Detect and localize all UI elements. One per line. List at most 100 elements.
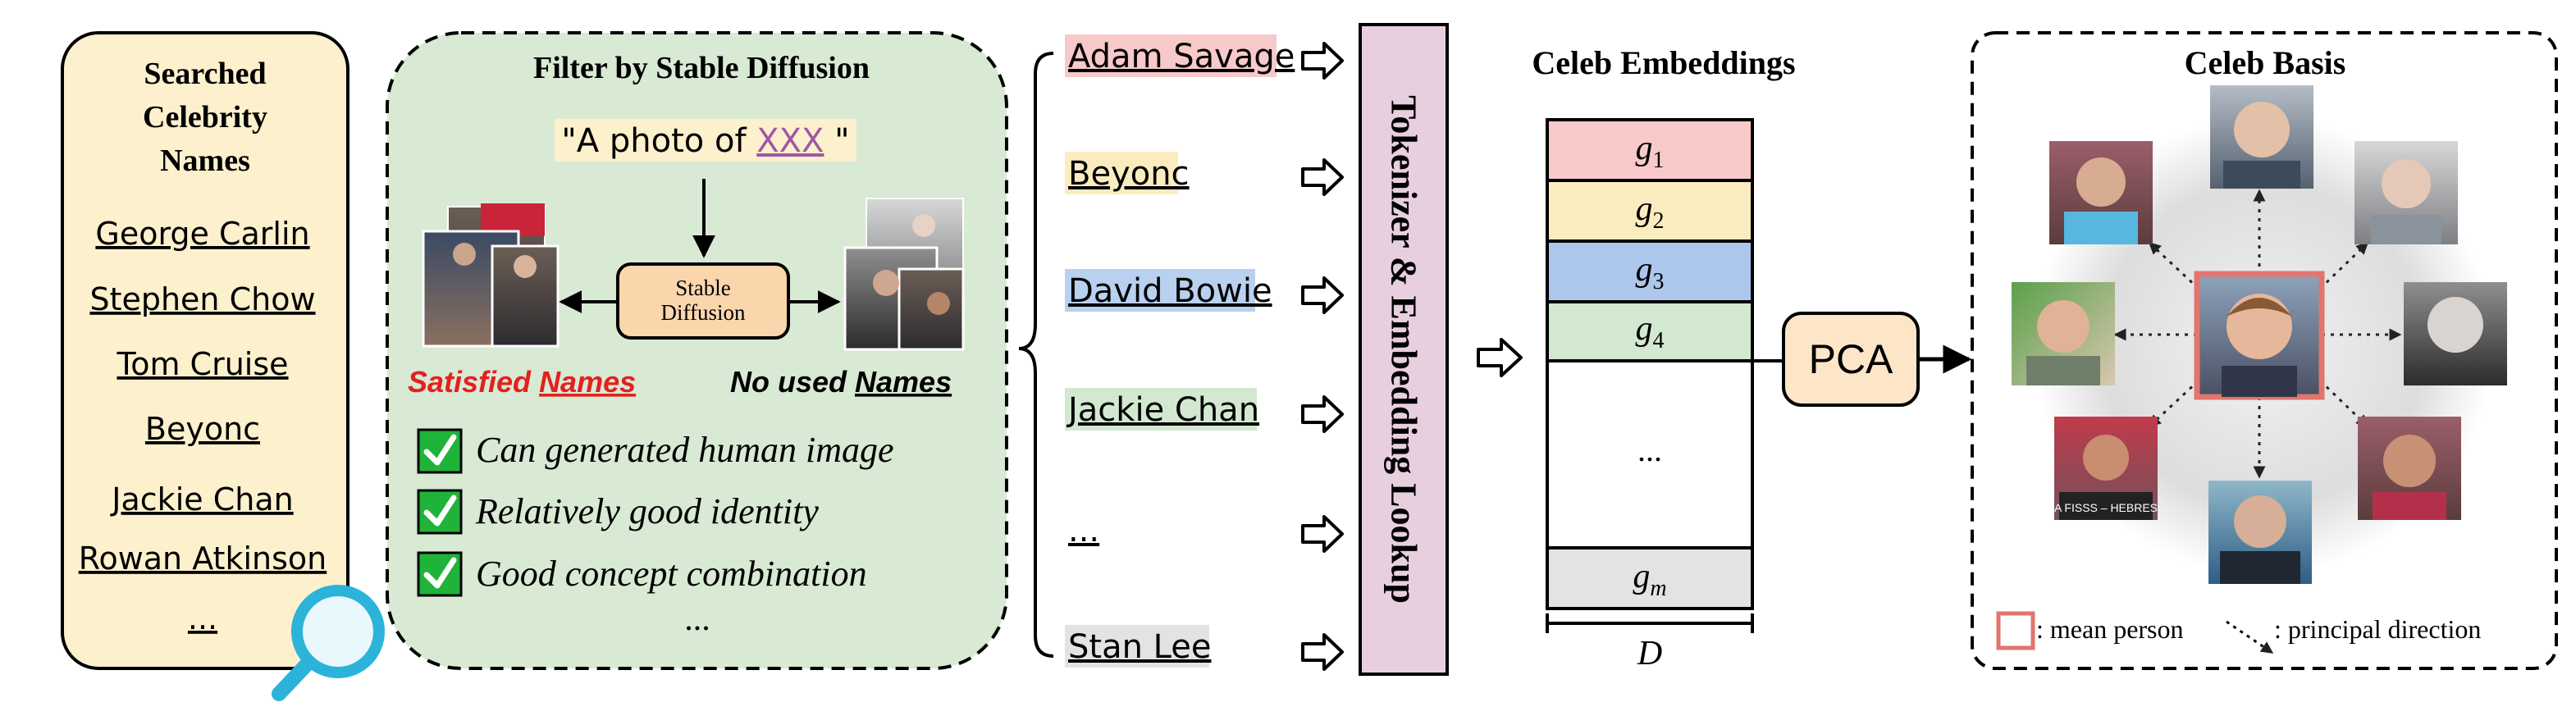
embedding-row: gm	[1546, 546, 1754, 610]
dimension-bracket: D	[1546, 613, 1754, 673]
basis-face-bottom	[2208, 481, 2312, 584]
tokenizer-label: Tokenizer & Embedding Lookup	[1384, 95, 1424, 604]
name-highlight	[1065, 34, 1277, 77]
prompt-placeholder: XXX	[756, 122, 824, 160]
basis-face-left	[2012, 282, 2115, 385]
legend-mean-label: : mean person	[2036, 614, 2184, 644]
names-panel: Searched Celebrity Names George Carlin S…	[61, 31, 385, 701]
criterion-text: Good concept combination	[476, 554, 867, 594]
principal-direction-legend-icon	[2226, 620, 2274, 654]
arrow-icon	[1301, 633, 1344, 671]
unused-names-label: No used Names	[730, 365, 952, 399]
basis-face-top-right	[2354, 141, 2458, 244]
name-label: Jackie Chan	[1066, 391, 1259, 429]
embedding-label: g3	[1636, 251, 1665, 294]
name-item: Jackie Chan	[1065, 388, 1259, 431]
tokenizer-block: Tokenizer & Embedding Lookup	[1359, 23, 1449, 676]
arrow-icon	[1301, 276, 1344, 314]
basis-legend: : mean person : principal direction	[1996, 611, 2481, 654]
legend-direction-label: : principal direction	[2274, 614, 2481, 644]
pca-label: PCA	[1809, 336, 1893, 382]
names-panel-title-line3: Names	[160, 144, 250, 178]
embedding-row: ...	[1546, 359, 1754, 549]
mean-person-legend-icon	[1996, 611, 2035, 650]
mean-person-face	[2194, 271, 2325, 400]
searched-name: Beyonc	[145, 411, 260, 447]
name-label: David Bowie	[1068, 272, 1272, 310]
name-item: Adam Savage	[1065, 34, 1295, 77]
searched-name: Jackie Chan	[110, 481, 293, 518]
searched-name: Stephen Chow	[89, 281, 315, 317]
filter-panel: Filter by Stable Diffusion "A photo of X…	[386, 31, 1008, 670]
dimension-label: D	[1637, 635, 1662, 673]
names-panel-box	[61, 31, 349, 670]
embedding-row: g4	[1546, 300, 1754, 362]
name-list: Adam Savage Beyonc David Bowie Jackie Ch…	[1065, 34, 1295, 668]
criterion-item: Good concept combination	[417, 551, 867, 597]
grouping-brace	[1018, 52, 1054, 658]
criteria-list: Can generated human image Relatively goo…	[417, 428, 894, 638]
searched-name: Rowan Atkinson	[79, 540, 327, 577]
basis-face-top-left	[2049, 141, 2153, 244]
arrow-icon	[1301, 395, 1344, 433]
embedding-label: ...	[1637, 431, 1662, 468]
embedding-cell	[1546, 239, 1754, 303]
prompt-text: "A photo of XXX "	[561, 122, 849, 160]
name-label: Adam Savage	[1068, 38, 1295, 75]
embeddings-block: Celeb Embeddings g1 g2 g3 g4 ... gm	[1532, 44, 1795, 673]
embedding-label: g2	[1636, 190, 1665, 234]
embedding-label: gm	[1633, 558, 1666, 601]
embedding-cell	[1546, 359, 1754, 549]
arrow-icon	[1301, 42, 1344, 80]
tokenizer-box	[1359, 23, 1449, 676]
embedding-cell	[1546, 179, 1754, 243]
embedding-cell	[1546, 300, 1754, 362]
name-label: ...	[1068, 512, 1099, 549]
prompt-highlight	[555, 119, 856, 162]
criterion-text: Can generated human image	[476, 430, 894, 470]
embedding-row: g3	[1546, 239, 1754, 303]
filter-panel-box	[386, 31, 1008, 670]
name-highlight	[1065, 388, 1257, 431]
arrow-icon	[1301, 158, 1344, 196]
names-panel-title-line1: Searched	[144, 57, 266, 91]
searched-name: Tom Cruise	[116, 346, 288, 382]
arrow-icon	[1477, 338, 1523, 377]
embedding-label: g4	[1636, 310, 1665, 353]
arrow-icon	[1301, 515, 1344, 553]
basis-face-bottom-left: A FISSS – HEBRES	[2054, 417, 2158, 520]
name-item: Stan Lee	[1065, 625, 1211, 668]
name-label: Beyonc	[1068, 155, 1190, 193]
embedding-cell	[1546, 118, 1754, 182]
name-highlight	[1065, 625, 1209, 668]
pca-block: PCA	[1782, 312, 1920, 407]
searched-name: George Carlin	[95, 216, 309, 252]
criteria-ellipsis: ...	[684, 600, 710, 638]
name-highlight	[1065, 269, 1255, 312]
embedding-label: g1	[1636, 130, 1665, 173]
name-item: David Bowie	[1065, 269, 1272, 312]
criterion-item: Can generated human image	[417, 428, 894, 474]
magnifier-icon	[272, 585, 385, 701]
satisfied-photo-collage	[422, 203, 560, 348]
basis-panel: Celeb Basis A FISSS – HEBRES	[1971, 31, 2558, 670]
criterion-item: Relatively good identity	[417, 489, 819, 535]
embedding-cell	[1546, 546, 1754, 610]
unused-photo-collage	[843, 198, 965, 351]
hollow-arrows	[1301, 42, 1344, 671]
filter-panel-title: Filter by Stable Diffusion	[533, 51, 870, 85]
searched-name: ...	[188, 600, 217, 636]
embeddings-title: Celeb Embeddings	[1532, 44, 1795, 81]
basis-title: Celeb Basis	[2185, 44, 2346, 81]
embedding-row: g1	[1546, 118, 1754, 182]
name-label: Stan Lee	[1068, 628, 1211, 666]
basis-face-bottom-right	[2358, 417, 2461, 520]
stable-diffusion-label-line2: Diffusion	[660, 300, 746, 325]
stable-diffusion-label-line1: Stable	[675, 276, 731, 300]
criterion-text: Relatively good identity	[475, 491, 819, 531]
satisfied-names-label: Satisfied Names	[408, 365, 636, 399]
basis-face-right	[2404, 282, 2507, 385]
name-item: Beyonc	[1065, 152, 1190, 194]
names-panel-title-line2: Celebrity	[143, 100, 267, 135]
